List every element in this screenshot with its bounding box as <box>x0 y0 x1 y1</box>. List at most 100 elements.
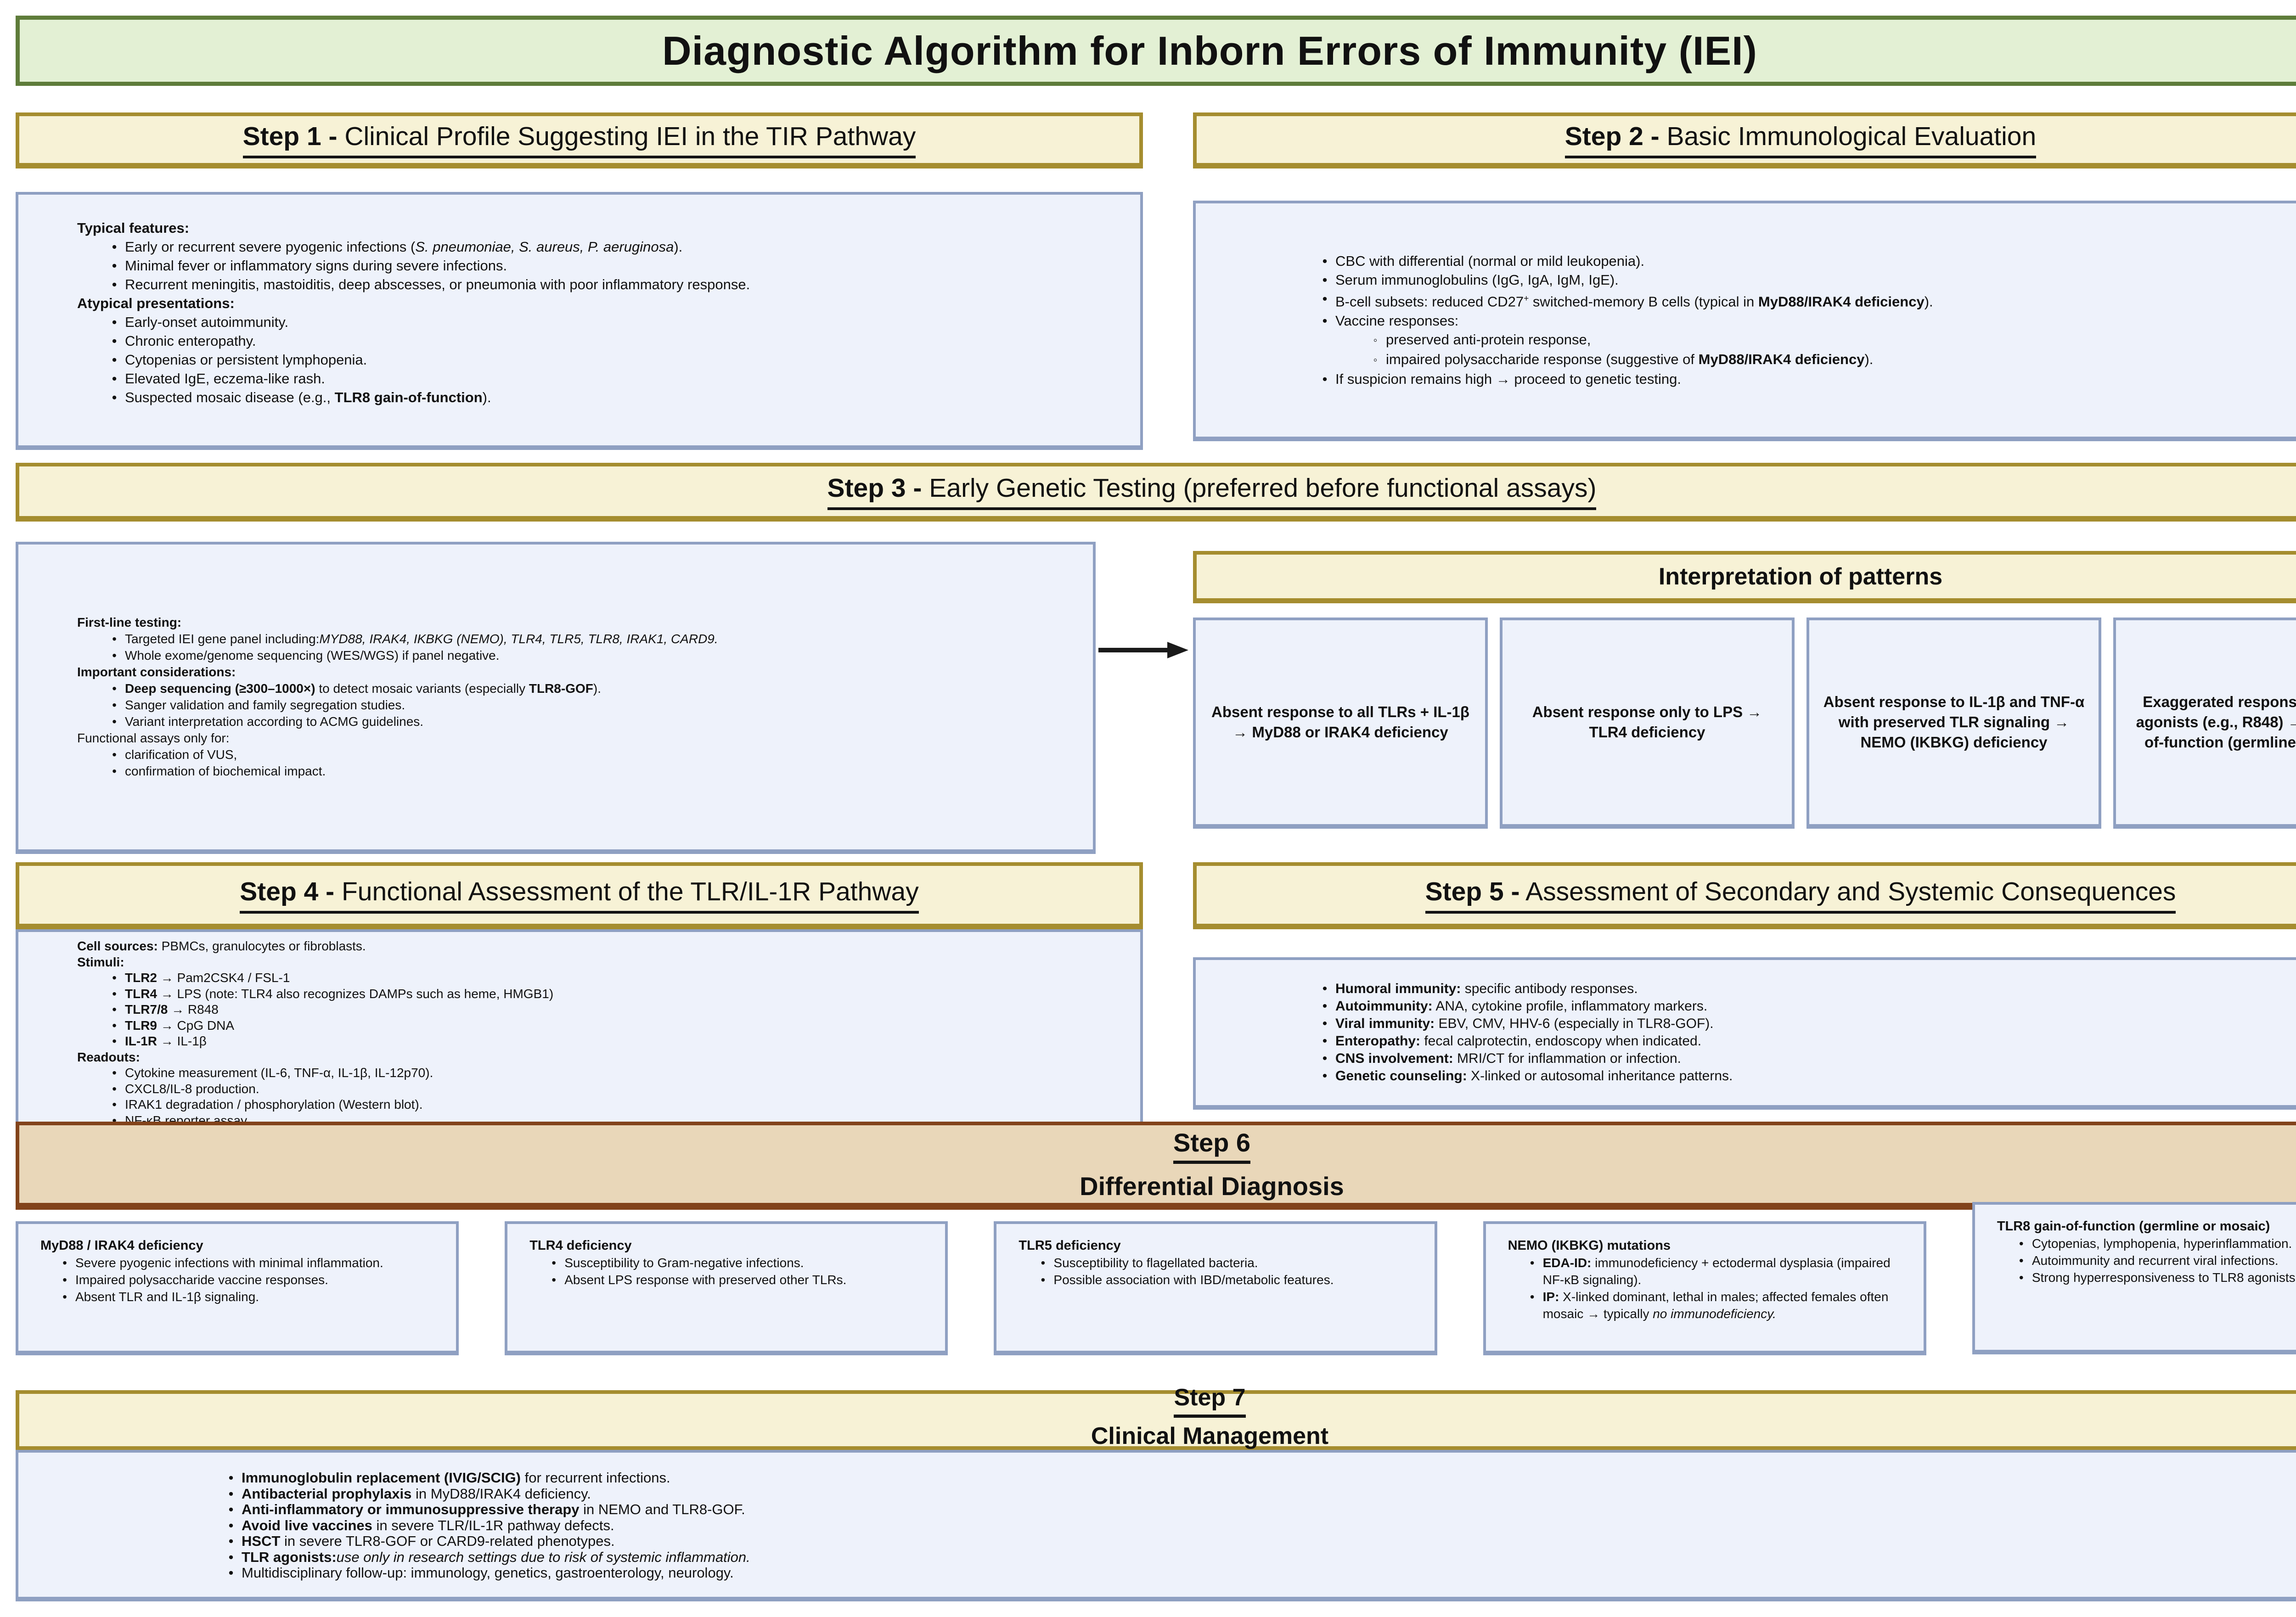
step3-header-title: Early Genetic Testing (preferred before … <box>922 473 1597 503</box>
bullet-marker: • <box>62 1290 67 1304</box>
bullet-marker: • <box>112 1002 117 1016</box>
step1-content-box: Typical features:•Early or recurrent sev… <box>16 192 1143 450</box>
diagnosis-box-nemo: NEMO (IKBKG) mutations •EDA-ID: immunode… <box>1483 1221 1926 1355</box>
step3-header: Step 3 - Early Genetic Testing (preferre… <box>16 463 2296 522</box>
bullet-marker: • <box>1322 981 1328 996</box>
list-item: •Deep sequencing (≥300–1000×) to detect … <box>104 680 1079 697</box>
bullet-marker: • <box>228 1533 234 1549</box>
arrow-shaft <box>1098 648 1168 652</box>
list-item: •NF-κB reporter assay. <box>104 1113 1126 1122</box>
list-item: •Serum immunoglobulins (IgG, IgA, IgM, I… <box>1314 270 2296 289</box>
diagram-title-bar: Diagnostic Algorithm for Inborn Errors o… <box>16 16 2296 86</box>
step7-content-box: •Immunoglobulin replacement (IVIG/SCIG) … <box>16 1450 2296 1601</box>
interpretation-box-tlr8-gof: Exaggerated response to TLR7/8 agonists … <box>2113 618 2296 829</box>
list-item: •Severe pyogenic infections with minimal… <box>54 1254 447 1271</box>
bullet-marker: • <box>112 371 117 387</box>
bullet-marker: • <box>2019 1236 2024 1251</box>
list-item: •Viral immunity: EBV, CMV, HHV-6 (especi… <box>1314 1015 2296 1033</box>
diagnosis-box-tlr8-gof: TLR8 gain-of-function (germline or mosai… <box>1972 1202 2296 1354</box>
diagnosis-box-tlr4: TLR4 deficiency •Susceptibility to Gram-… <box>505 1221 948 1355</box>
bullet-marker: • <box>2019 1270 2024 1285</box>
bullet-marker: • <box>112 1066 117 1080</box>
list-item: •B-cell subsets: reduced CD27+ switched-… <box>1314 289 2296 311</box>
bullet-marker: • <box>112 714 117 729</box>
bullet-marker: • <box>1322 999 1328 1014</box>
bullet-marker: • <box>112 258 117 274</box>
bullet-marker: • <box>112 1113 117 1122</box>
bullet-marker: • <box>1322 253 1328 270</box>
list-item: •Minimal fever or inflammatory signs dur… <box>104 256 1122 275</box>
step5-header: Step 5 - Assessment of Secondary and Sys… <box>1193 862 2296 929</box>
step7-header-prefix: Step 7 <box>1174 1384 1246 1418</box>
step3-content-box: First-line testing: •Targeted IEI gene pa… <box>16 542 1096 854</box>
list-item: •Cytopenias, lymphopenia, hyperinflammat… <box>2011 1235 2296 1252</box>
bullet-marker: • <box>1322 1068 1328 1084</box>
bullet-marker: • <box>1530 1256 1535 1270</box>
list-item: •Genetic counseling: X-linked or autosom… <box>1314 1067 2296 1085</box>
list-item: •Elevated IgE, eczema-like rash. <box>104 369 1122 388</box>
diagnosis-box-title: TLR8 gain-of-function (germline or mosai… <box>1997 1219 2270 1234</box>
list-item: •Cytopenias or persistent lymphopenia. <box>104 350 1122 369</box>
list-item: Atypical presentations: <box>77 295 235 311</box>
list-item: •CNS involvement: MRI/CT for inflammatio… <box>1314 1050 2296 1067</box>
list-item: •EDA-ID: immunodeficiency + ectodermal d… <box>1522 1254 1914 1288</box>
bullet-marker: • <box>2019 1253 2024 1268</box>
step2-header-title: Basic Immunological Evaluation <box>1659 121 2037 151</box>
bullet-marker: • <box>228 1565 234 1581</box>
list-item: •Recurrent meningitis, mastoiditis, deep… <box>104 275 1122 294</box>
list-item: •CBC with differential (normal or mild l… <box>1314 252 2296 270</box>
bullet-marker: • <box>112 1081 117 1096</box>
bullet-marker: • <box>112 314 117 330</box>
list-item: •TLR4 → LPS (note: TLR4 also recognizes … <box>104 986 1126 1002</box>
step2-content-box: •CBC with differential (normal or mild l… <box>1193 201 2296 441</box>
bullet-marker: • <box>228 1549 234 1565</box>
list-item: Stimuli: <box>77 954 124 969</box>
list-item: •IP: X-linked dominant, lethal in males;… <box>1522 1288 1914 1322</box>
list-item: ◦preserved anti-protein response, <box>1365 330 2296 350</box>
list-item: •confirmation of biochemical impact. <box>104 763 1079 780</box>
bullet-marker: • <box>1041 1256 1046 1270</box>
list-item: •Avoid live vaccines in severe TLR/IL-1R… <box>220 1517 2296 1534</box>
list-item: •Possible association with IBD/metabolic… <box>1032 1271 1425 1288</box>
list-item: •IL-1R → IL-1β <box>104 1033 1126 1050</box>
step6-header: Step 6 Differential Diagnosis <box>16 1122 2296 1210</box>
list-item: •Autoimmunity and recurrent viral infect… <box>2011 1252 2296 1269</box>
bullet-marker: • <box>112 352 117 368</box>
step5-header-title: Assessment of Secondary and Systemic Con… <box>1519 876 2176 906</box>
list-item: •clarification of VUS, <box>104 747 1079 763</box>
bullet-marker: • <box>551 1256 557 1270</box>
bullet-marker: • <box>1322 371 1328 387</box>
bullet-marker: • <box>228 1485 234 1502</box>
diagnosis-box-myd88-irak4: MyD88 / IRAK4 deficiency •Severe pyogeni… <box>16 1221 459 1355</box>
interpretation-title: Interpretation of patterns <box>1658 563 1943 590</box>
bullet-marker: • <box>112 681 117 696</box>
list-item: •CXCL8/IL-8 production. <box>104 1081 1126 1097</box>
bullet-marker: • <box>228 1501 234 1517</box>
bullet-marker: • <box>112 764 117 778</box>
bullet-marker: • <box>228 1470 234 1486</box>
step3-header-prefix: Step 3 - <box>827 473 922 503</box>
list-item: •Targeted IEI gene panel including:MYD88… <box>104 631 1079 647</box>
bullet-marker: • <box>112 333 117 349</box>
list-item: •Antibacterial prophylaxis in MyD88/IRAK… <box>220 1486 2296 1502</box>
bullet-marker: ◦ <box>1373 354 1378 366</box>
list-item: •Early or recurrent severe pyogenic infe… <box>104 237 1122 256</box>
bullet-marker: • <box>112 1034 117 1048</box>
diagnosis-box-title: MyD88 / IRAK4 deficiency <box>40 1238 203 1253</box>
list-item: Functional assays only for: <box>77 731 230 745</box>
list-item: •HSCT in severe TLR8-GOF or CARD9-relate… <box>220 1533 2296 1550</box>
bullet-marker: • <box>112 747 117 762</box>
bullet-marker: • <box>1530 1290 1535 1304</box>
list-item: •Absent TLR and IL-1β signaling. <box>54 1288 447 1305</box>
list-item: First-line testing: <box>77 615 182 629</box>
bullet-marker: • <box>1322 291 1328 307</box>
list-item: •Immunoglobulin replacement (IVIG/SCIG) … <box>220 1470 2296 1486</box>
bullet-marker: • <box>112 1097 117 1112</box>
list-item: ◦impaired polysaccharide response (sugge… <box>1365 350 2296 370</box>
list-item: •IRAK1 degradation / phosphorylation (We… <box>104 1097 1126 1113</box>
list-item: •Sanger validation and family segregatio… <box>104 697 1079 713</box>
bullet-marker: • <box>62 1273 67 1287</box>
list-item: •TLR9 → CpG DNA <box>104 1018 1126 1034</box>
bullet-marker: • <box>1322 272 1328 288</box>
